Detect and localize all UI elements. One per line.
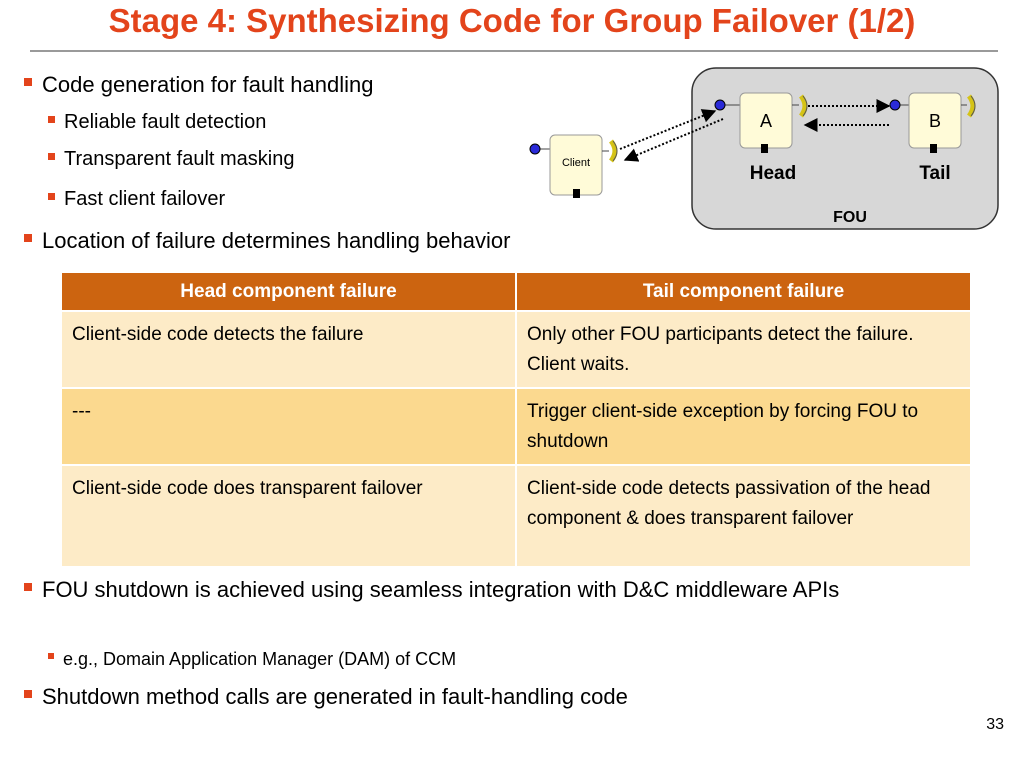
a-handle-icon — [761, 144, 768, 153]
bullet-text: Location of failure determines handling … — [42, 228, 511, 253]
table-cell: --- — [60, 386, 517, 466]
bullet-square-icon — [24, 583, 32, 591]
head-label: Head — [749, 163, 797, 184]
b-receptacle-icon — [889, 99, 901, 111]
bullet-square-icon — [48, 193, 55, 200]
arrow-client-to-a — [619, 109, 717, 150]
bullet-text: FOU shutdown is achieved using seamless … — [42, 577, 840, 602]
header-tail-failure: Tail component failure — [515, 271, 972, 312]
bullet-text: Shutdown method calls are generated in f… — [42, 684, 628, 709]
diagram-graphics — [529, 67, 999, 230]
bullet-text: Transparent fault masking — [64, 148, 295, 170]
bullet-text: Fast client failover — [64, 188, 226, 210]
bullet-fast-failover: Fast client failover — [48, 186, 225, 213]
table-cell: Client-side code does transparent failov… — [60, 463, 517, 568]
page-number: 33 — [986, 716, 1004, 733]
bullet-text: e.g., Domain Application Manager (DAM) o… — [63, 649, 457, 669]
bullet-square-icon — [48, 116, 55, 123]
table-cell: Trigger client-side exception by forcing… — [515, 386, 972, 466]
a-facet-icon — [798, 94, 808, 118]
title-divider — [30, 50, 998, 52]
bullet-square-icon — [24, 234, 32, 242]
table-row: Client-side code detects the failure Onl… — [60, 310, 972, 389]
b-facet-icon — [966, 94, 976, 118]
bullet-square-icon — [48, 153, 55, 160]
client-facet-icon — [608, 139, 618, 163]
failure-handling-table: Head component failure Tail component fa… — [60, 271, 972, 568]
b-handle-icon — [930, 144, 937, 153]
table-cell: Only other FOU participants detect the f… — [515, 310, 972, 389]
a-receptacle-icon — [714, 99, 726, 111]
bullet-fou-shutdown: FOU shutdown is achieved using seamless … — [24, 575, 884, 605]
bullet-square-icon — [48, 653, 54, 659]
failover-diagram: Client A B Head Tail FOU — [525, 65, 1005, 235]
bullet-text: Reliable fault detection — [64, 111, 267, 133]
component-b-label: B — [928, 111, 941, 131]
table-cell: Client-side code detects passivation of … — [515, 463, 972, 568]
bullet-reliable-detection: Reliable fault detection — [48, 109, 266, 136]
bullet-shutdown-calls: Shutdown method calls are generated in f… — [24, 682, 628, 712]
bullet-square-icon — [24, 690, 32, 698]
bullet-code-generation: Code generation for fault handling — [24, 70, 373, 100]
fou-label: FOU — [833, 209, 867, 226]
table-row: Client-side code does transparent failov… — [60, 463, 972, 568]
table-row: --- Trigger client-side exception by for… — [60, 386, 972, 466]
table-cell: Client-side code detects the failure — [60, 310, 517, 389]
arrow-a-to-client — [623, 118, 724, 162]
client-label: Client — [561, 157, 591, 169]
table-header-row: Head component failure Tail component fa… — [60, 271, 972, 312]
bullet-transparent-masking: Transparent fault masking — [48, 146, 294, 173]
tail-label: Tail — [919, 163, 951, 184]
slide-title: Stage 4: Synthesizing Code for Group Fai… — [108, 2, 916, 39]
bullet-dam-example: e.g., Domain Application Manager (DAM) o… — [48, 647, 456, 671]
client-receptacle-icon — [529, 143, 541, 155]
component-a-label: A — [759, 111, 772, 131]
client-handle-icon — [573, 189, 580, 198]
bullet-location: Location of failure determines handling … — [24, 226, 510, 256]
bullet-text: Code generation for fault handling — [42, 72, 374, 97]
header-head-failure: Head component failure — [60, 271, 517, 312]
bullet-square-icon — [24, 78, 32, 86]
